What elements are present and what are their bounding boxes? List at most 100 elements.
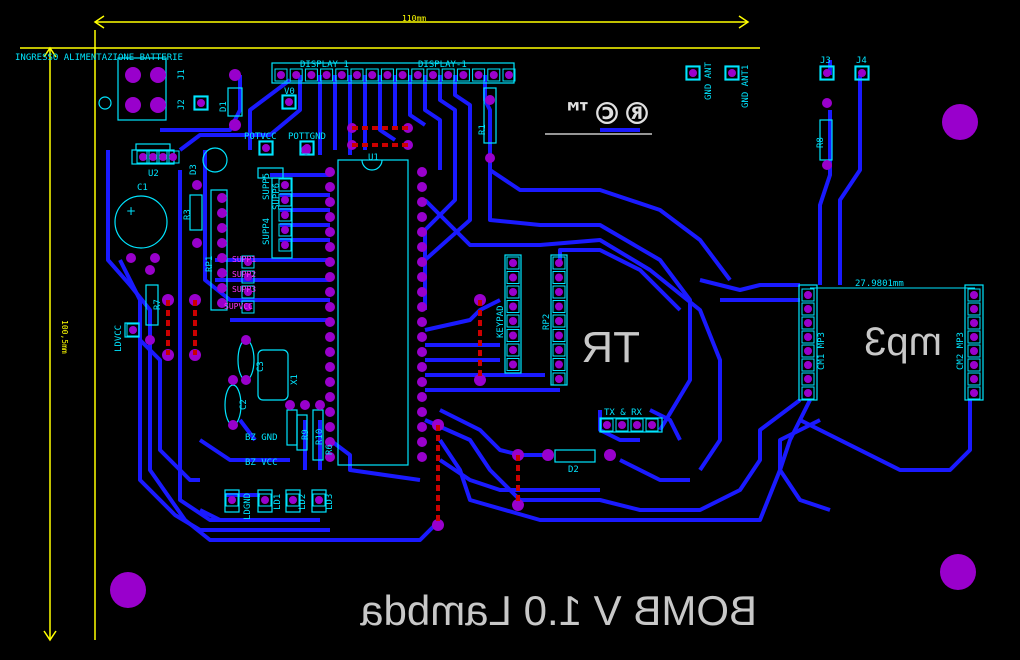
header-pin-pad — [801, 316, 815, 330]
header-pin-pad — [350, 68, 364, 82]
header-pin-pad — [967, 344, 981, 358]
header-pin-pad — [194, 96, 208, 110]
header-pin-pad — [274, 68, 288, 82]
label-ld1: LD1 — [273, 494, 283, 510]
header-pin-pad — [552, 300, 566, 313]
ic-pin-pad — [417, 272, 427, 282]
ic-pin-pad — [325, 167, 335, 177]
label-r6: R6 — [325, 444, 335, 455]
header-pin-pad — [645, 418, 659, 432]
header-pin-pad — [472, 68, 486, 82]
header-pads — [126, 66, 981, 507]
header-pin-pad — [487, 68, 501, 82]
label-rp1: RP1 — [205, 256, 215, 272]
header-pin-pad — [411, 68, 425, 82]
ic-pin-pad — [417, 452, 427, 462]
header-pin-pad — [320, 68, 334, 82]
header-pin-pad — [801, 372, 815, 386]
header-pin-pad — [278, 208, 292, 222]
module-mp3: mp3 — [864, 320, 942, 364]
ic-pin-pad — [325, 452, 335, 462]
header-pin-pad — [300, 141, 314, 155]
ic-pin-pad — [325, 272, 335, 282]
ic-pin-pad — [417, 362, 427, 372]
header-pin-pad — [725, 66, 739, 80]
label-supp1: SUPP1 — [232, 255, 256, 264]
module-tr: TR — [581, 323, 640, 372]
copper-traces — [106, 60, 972, 542]
ic-pin-pad — [325, 347, 335, 357]
header-pin-pad — [801, 330, 815, 344]
header-pin-pad — [820, 66, 834, 80]
header-pin-pad — [600, 418, 614, 432]
rp1-pin-pad — [217, 298, 227, 308]
rp1-pin-pad — [217, 208, 227, 218]
header-pin-pad — [615, 418, 629, 432]
label-j4: J4 — [856, 56, 867, 66]
header-pin-pad — [967, 386, 981, 400]
header-pin-pad — [286, 493, 300, 507]
label-supp2: SUPP2 — [232, 270, 256, 279]
header-pin-pad — [241, 255, 255, 269]
label-d1: D1 — [219, 101, 229, 112]
label-x1: X1 — [290, 374, 300, 385]
label-r7: R7 — [153, 299, 163, 310]
header-pin-pad — [801, 288, 815, 302]
label-r10: R10 — [315, 429, 325, 445]
ic-pin-pad — [417, 227, 427, 237]
header-pin-pad — [967, 302, 981, 316]
header-pin-pad — [506, 329, 520, 342]
label-r3: R3 — [183, 209, 193, 220]
header-pin-pad — [241, 300, 255, 314]
height-dimension: 100,5mm — [60, 320, 69, 354]
rp1-pin-pad — [217, 268, 227, 278]
label-r8: R8 — [816, 137, 826, 148]
header-pin-pad — [241, 285, 255, 299]
header-pin-pad — [502, 68, 516, 82]
header-pin-pad — [552, 271, 566, 284]
ic-pin-pad — [417, 287, 427, 297]
label-j2: J2 — [177, 99, 187, 110]
header-pin-pad — [506, 314, 520, 328]
label-supp5: SUPP5 — [262, 173, 272, 200]
label-pottgnd: POTTGND — [288, 132, 326, 142]
label-d2: D2 — [568, 465, 579, 475]
ic-pin-pad — [417, 317, 427, 327]
header-pin-pad — [282, 95, 296, 109]
header-pin-pad — [801, 344, 815, 358]
label-gnd-ant1: GND ANT1 — [741, 65, 751, 108]
ic-pin-pad — [325, 182, 335, 192]
header-pin-pad — [552, 256, 566, 270]
ic-pin-pad — [325, 362, 335, 372]
ic-pads — [217, 167, 427, 462]
rp1-pin-pad — [217, 223, 227, 233]
ic-pin-pad — [417, 182, 427, 192]
ic-pin-pad — [417, 407, 427, 417]
rp1-pin-pad — [217, 253, 227, 263]
label-r1: R1 — [478, 124, 488, 135]
header-pin-pad — [967, 288, 981, 302]
header-pin-pad — [552, 358, 566, 371]
header-pin-pad — [552, 329, 566, 342]
header-pin-pad — [801, 386, 815, 400]
ic-pin-pad — [417, 377, 427, 387]
dimension-lines — [20, 15, 760, 642]
ic-pin-pad — [417, 347, 427, 357]
jumpers — [166, 126, 520, 525]
ic-pin-pad — [417, 332, 427, 342]
ic-pin-pad — [325, 332, 335, 342]
ic-pin-pad — [417, 197, 427, 207]
label-keypad: KEYPAD — [496, 305, 506, 338]
header-text: INGRESSO ALIMENTAZIONE BATTERIE — [15, 53, 183, 63]
header-pin-pad — [855, 66, 869, 80]
label-cm1-mp3: CM1 MP3 — [817, 332, 827, 370]
label-u1: U1 — [368, 153, 379, 163]
label-j1: J1 — [177, 69, 187, 80]
header-pin-pad — [258, 493, 272, 507]
rp1-pin-pad — [217, 193, 227, 203]
ic-pin-pad — [325, 302, 335, 312]
header-pin-pad — [552, 343, 566, 357]
header-pin-pad — [426, 68, 440, 82]
dimension-mp3: 27.9801mm — [855, 279, 904, 289]
header-pin-pad — [278, 223, 292, 237]
